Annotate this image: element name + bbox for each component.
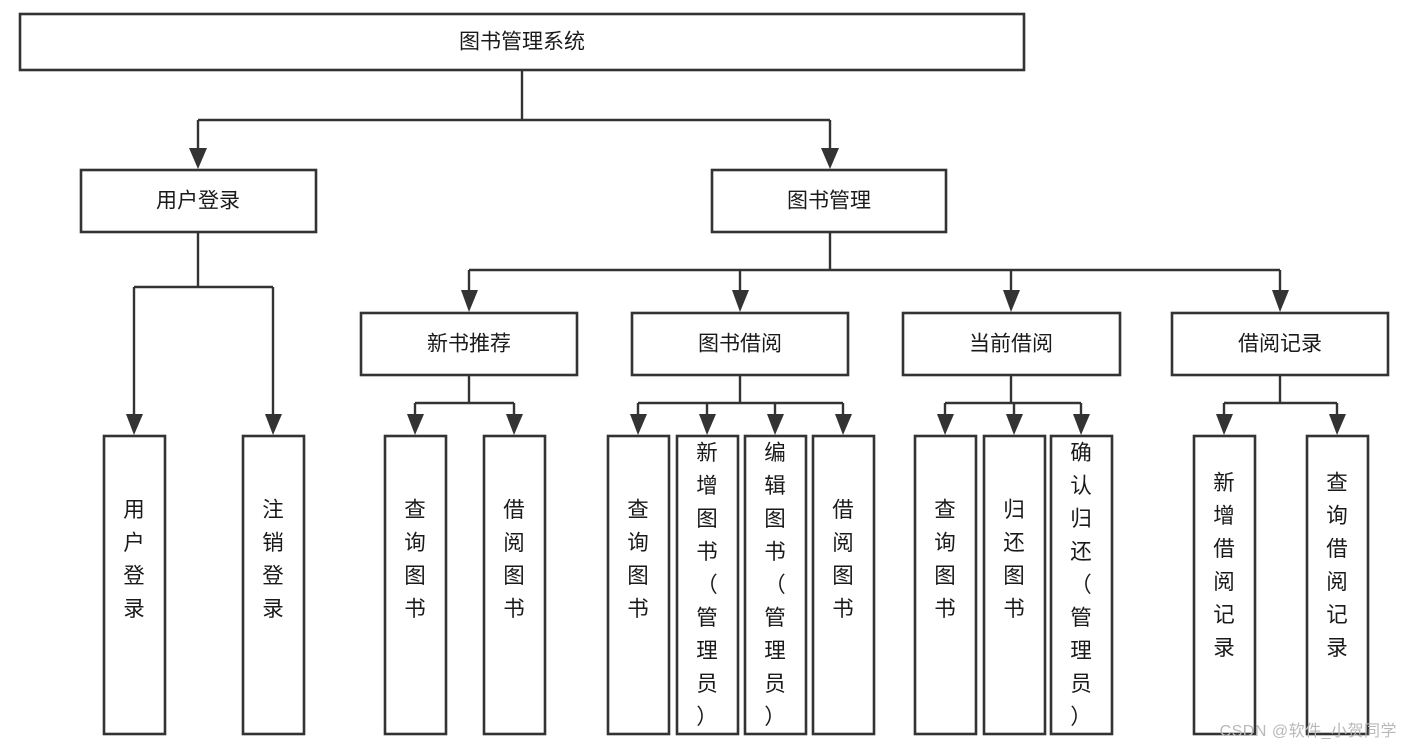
- node-root-label: 图书管理系统: [459, 31, 585, 54]
- node-book-borrow-label: 图书借阅: [698, 333, 782, 356]
- connector-layer: [126, 70, 1346, 435]
- arrow-head-user-login: [189, 148, 207, 169]
- node-leaf-borrow-book-1-box[interactable]: [482, 434, 547, 736]
- node-current-borrow-box[interactable]: [901, 311, 1122, 377]
- node-leaf-return-book-box[interactable]: [982, 434, 1047, 736]
- node-leaf-query-record[interactable]: 查询借阅记录: [1305, 434, 1370, 736]
- arrow-head-leaf-return-book: [1006, 414, 1023, 435]
- node-leaf-borrow-book-1[interactable]: 借阅图书: [482, 434, 547, 736]
- arrow-head-leaf-add-record: [1216, 414, 1233, 435]
- node-leaf-logout[interactable]: 注销登录: [241, 434, 306, 736]
- arrow-head-leaf-edit-book: [767, 414, 784, 435]
- node-new-book-recommend-box[interactable]: [359, 311, 579, 377]
- node-leaf-edit-book-box[interactable]: [743, 434, 808, 736]
- node-leaf-edit-book[interactable]: 编辑图书（管理员）: [743, 434, 808, 736]
- node-leaf-borrow-book-1-label: 借阅图书: [503, 498, 525, 621]
- arrow-head-leaf-add-book: [699, 414, 716, 435]
- node-leaf-add-book-label: 新增图书（管理员）: [696, 441, 718, 729]
- node-user-login[interactable]: 用户登录: [79, 168, 318, 234]
- node-borrow-record[interactable]: 借阅记录: [1170, 311, 1390, 377]
- node-current-borrow-label: 当前借阅: [969, 333, 1053, 356]
- node-leaf-user-login-box[interactable]: [102, 434, 167, 736]
- node-book-borrow-box[interactable]: [630, 311, 850, 377]
- node-layer: 图书管理系统 用户登录 图书管理 新书推荐 图书借阅 当前: [18, 12, 1390, 736]
- node-leaf-query-book-1[interactable]: 查询图书: [383, 434, 448, 736]
- arrow-head-leaf-confirm-return: [1073, 414, 1090, 435]
- node-leaf-query-book-2[interactable]: 查询图书: [606, 434, 671, 736]
- node-user-login-box[interactable]: [79, 168, 318, 234]
- arrow-head-book-borrow: [732, 290, 749, 312]
- node-leaf-query-book-1-box[interactable]: [383, 434, 448, 736]
- arrow-head-new-book-recommend: [461, 290, 478, 312]
- node-user-login-label: 用户登录: [156, 190, 240, 213]
- arrow-head-leaf-query-book-2: [630, 414, 647, 435]
- node-book-manage-box[interactable]: [710, 168, 948, 234]
- node-new-book-recommend-label: 新书推荐: [427, 333, 511, 356]
- arrow-head-leaf-borrow-book-2: [835, 414, 852, 435]
- node-leaf-query-record-box[interactable]: [1305, 434, 1370, 736]
- arrow-head-current-borrow: [1003, 290, 1020, 312]
- node-borrow-record-box[interactable]: [1170, 311, 1390, 377]
- node-leaf-edit-book-label: 编辑图书（管理员）: [764, 441, 786, 729]
- node-leaf-borrow-book-2[interactable]: 借阅图书: [811, 434, 876, 736]
- node-leaf-query-book-3[interactable]: 查询图书: [913, 434, 978, 736]
- node-leaf-query-book-1-label: 查询图书: [404, 498, 426, 621]
- node-leaf-confirm-return[interactable]: 确认归还（管理员）: [1049, 434, 1114, 736]
- node-leaf-user-login[interactable]: 用户登录: [102, 434, 167, 736]
- node-current-borrow[interactable]: 当前借阅: [901, 311, 1122, 377]
- arrow-head-leaf-user-login: [126, 414, 143, 435]
- arrow-head-borrow-record: [1272, 290, 1289, 312]
- node-leaf-query-book-2-box[interactable]: [606, 434, 671, 736]
- node-leaf-logout-box[interactable]: [241, 434, 306, 736]
- node-leaf-query-book-3-label: 查询图书: [934, 498, 956, 621]
- node-book-borrow[interactable]: 图书借阅: [630, 311, 850, 377]
- node-borrow-record-label: 借阅记录: [1238, 333, 1322, 356]
- arrow-head-leaf-logout: [265, 414, 282, 435]
- arrow-head-leaf-query-record: [1329, 414, 1346, 435]
- node-leaf-user-login-label: 用户登录: [123, 498, 145, 621]
- node-leaf-add-book[interactable]: 新增图书（管理员）: [675, 434, 740, 736]
- arrow-head-leaf-query-book-3: [937, 414, 954, 435]
- node-leaf-borrow-book-2-box[interactable]: [811, 434, 876, 736]
- node-leaf-query-record-label: 查询借阅记录: [1326, 471, 1348, 660]
- node-leaf-add-book-box[interactable]: [675, 434, 740, 736]
- node-leaf-add-record[interactable]: 新增借阅记录: [1192, 434, 1257, 736]
- node-leaf-borrow-book-2-label: 借阅图书: [832, 498, 854, 621]
- node-leaf-add-record-label: 新增借阅记录: [1213, 471, 1235, 660]
- node-leaf-query-book-3-box[interactable]: [913, 434, 978, 736]
- node-new-book-recommend[interactable]: 新书推荐: [359, 311, 579, 377]
- node-leaf-add-record-box[interactable]: [1192, 434, 1257, 736]
- node-leaf-confirm-return-box[interactable]: [1049, 434, 1114, 736]
- node-leaf-query-book-2-label: 查询图书: [627, 498, 649, 621]
- arrow-head-leaf-borrow-book-1: [506, 414, 523, 435]
- node-root[interactable]: 图书管理系统: [18, 12, 1026, 72]
- node-leaf-confirm-return-label: 确认归还（管理员）: [1070, 441, 1092, 729]
- node-leaf-return-book[interactable]: 归还图书: [982, 434, 1047, 736]
- node-leaf-return-book-label: 归还图书: [1003, 498, 1025, 621]
- arrow-head-leaf-query-book-1: [407, 414, 424, 435]
- arrow-head-book-manage: [821, 148, 839, 169]
- node-book-manage[interactable]: 图书管理: [710, 168, 948, 234]
- node-book-manage-label: 图书管理: [787, 190, 871, 213]
- node-leaf-logout-label: 注销登录: [262, 498, 284, 621]
- node-root-box[interactable]: [18, 12, 1026, 72]
